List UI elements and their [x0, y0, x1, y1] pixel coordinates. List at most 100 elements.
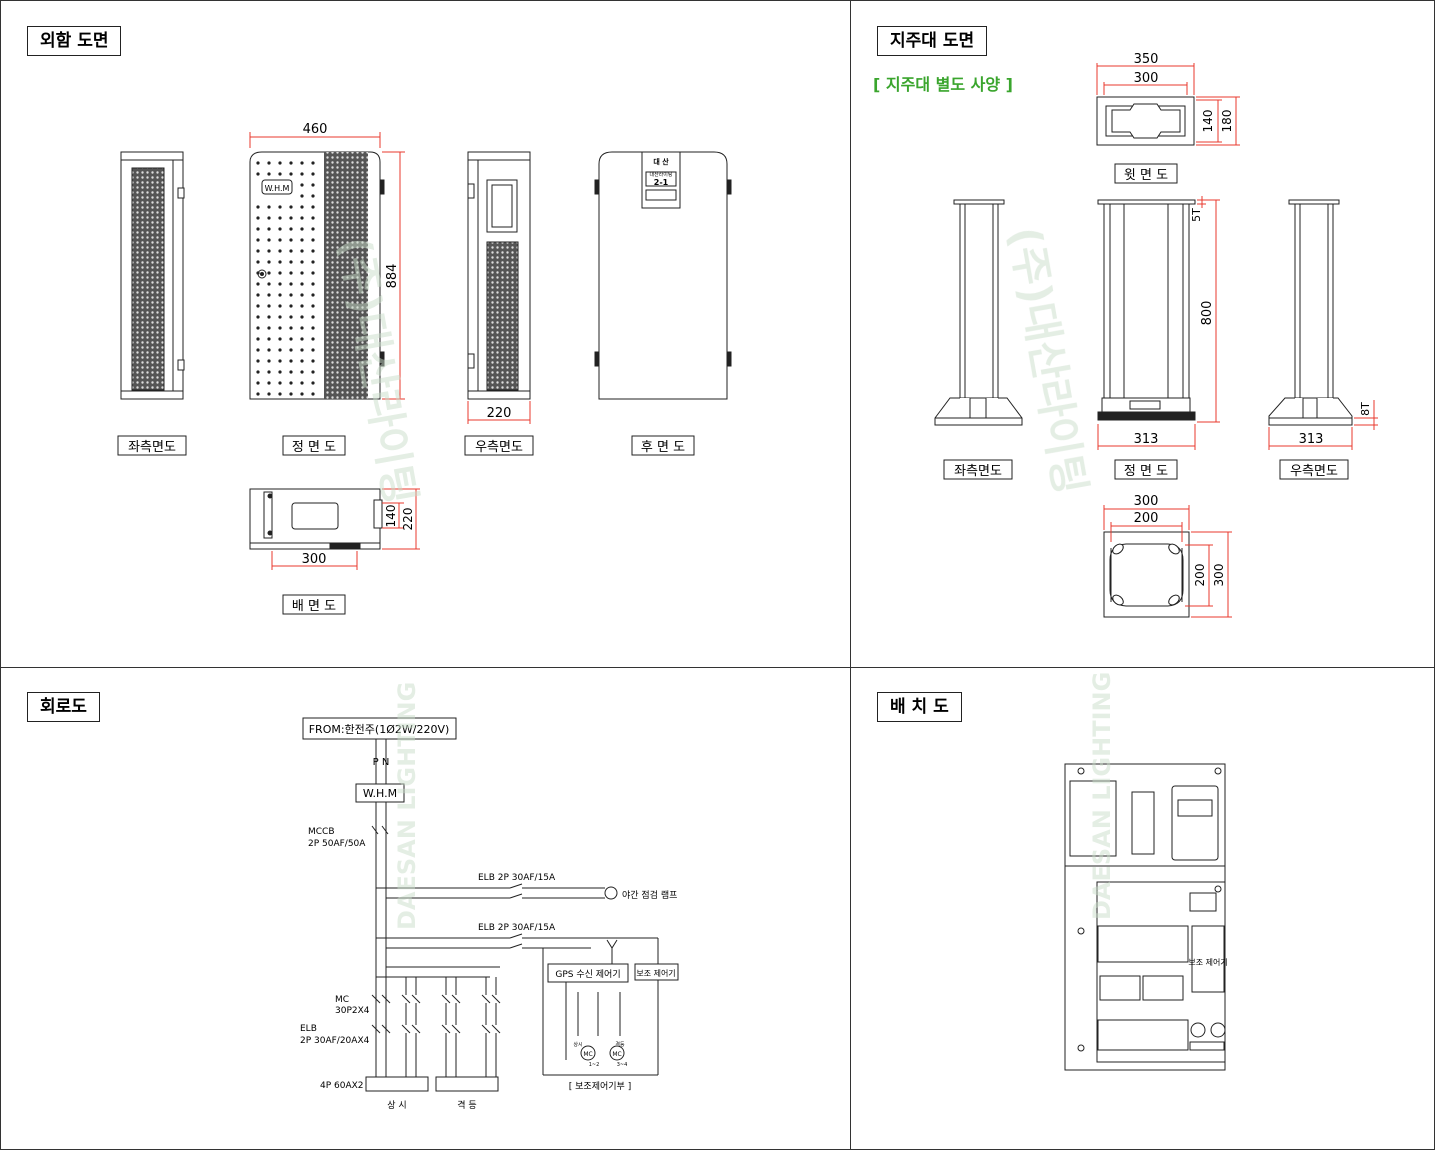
perforation-dot	[278, 359, 282, 363]
circuit-mc-b: MC	[612, 1051, 621, 1058]
perforation-dot	[311, 370, 315, 374]
label-pole-front: 정 면 도	[1114, 459, 1178, 480]
perforation-dot	[300, 249, 304, 253]
circuit-gps: GPS 수신 제어기	[555, 969, 620, 980]
circuit-gyeok: 격등	[615, 1041, 625, 1048]
exterior-front-view	[249, 151, 385, 400]
perforation-dot	[278, 282, 282, 286]
circuit-terminal: 4P 60AX2	[320, 1081, 364, 1091]
dim-plate-300: 300	[1134, 494, 1159, 509]
exterior-bottom-view	[249, 488, 383, 550]
perforation-dot	[278, 216, 282, 220]
perforation-dot	[267, 260, 271, 264]
perforation-dot	[289, 381, 293, 385]
perforation-dot	[256, 337, 260, 341]
dim-140-top: 140	[1201, 110, 1215, 133]
dim-front	[249, 132, 405, 400]
perforation-dot	[311, 381, 315, 385]
perforation-dot	[278, 348, 282, 352]
pole-front-view	[1097, 199, 1196, 421]
perforation-dot	[267, 205, 271, 209]
perforation-dot	[311, 161, 315, 165]
perforation-dot	[256, 304, 260, 308]
perforation-dot	[311, 304, 315, 308]
perforation-dot	[300, 227, 304, 231]
perforation-dot	[289, 348, 293, 352]
perforation-dot	[300, 260, 304, 264]
perforation-dot	[267, 282, 271, 286]
perforation-dot	[256, 238, 260, 242]
perforation-dot	[300, 381, 304, 385]
perforation-dot	[267, 315, 271, 319]
front-perforation	[256, 161, 315, 396]
svg-text:윗 면 도: 윗 면 도	[1124, 168, 1168, 183]
perforation-dot	[300, 315, 304, 319]
perforation-dot	[256, 293, 260, 297]
pole-right-view	[1268, 199, 1353, 426]
perforation-dot	[278, 381, 282, 385]
nameplate-line1: 대 산	[653, 157, 669, 166]
pole-top-view	[1096, 96, 1195, 146]
circuit-lamp: 야간 점검 램프	[622, 889, 677, 901]
switch-column	[441, 977, 451, 1077]
circuit-n34: 3~4	[617, 1062, 628, 1068]
perforation-dot	[267, 227, 271, 231]
dim-plate-200: 200	[1134, 511, 1159, 526]
perforation-dot	[289, 282, 293, 286]
watermark-latin-1: DAESAN LIGHTING	[393, 682, 421, 930]
perforation-dot	[256, 348, 260, 352]
perforation-dot	[289, 227, 293, 231]
perforation-dot	[289, 304, 293, 308]
exterior-rear-view	[594, 151, 732, 400]
svg-text:배 면 도: 배 면 도	[292, 599, 336, 614]
dim-right	[467, 401, 531, 424]
perforation-dot	[256, 249, 260, 253]
circuit-aux: 보조 제어기	[636, 968, 675, 978]
perforation-dot	[256, 205, 260, 209]
perforation-dot	[267, 216, 271, 220]
perforation-dot	[267, 359, 271, 363]
dim-313-front: 313	[1134, 432, 1159, 447]
perforation-dot	[311, 172, 315, 176]
perforation-dot	[300, 359, 304, 363]
perforation-dot	[311, 260, 315, 264]
circuit-elb3-1: ELB	[300, 1024, 317, 1034]
perforation-dot	[289, 161, 293, 165]
perforation-dot	[256, 172, 260, 176]
perforation-dot	[311, 238, 315, 242]
exterior-right-view	[467, 151, 531, 400]
perforation-dot	[289, 315, 293, 319]
dim-220: 220	[487, 406, 512, 421]
perforation-dot	[300, 161, 304, 165]
perforation-dot	[311, 216, 315, 220]
perforation-dot	[300, 370, 304, 374]
circuit-mccb-2: 2P 50AF/50A	[308, 839, 366, 849]
dim-plate-h300: 300	[1212, 564, 1226, 587]
perforation-dot	[300, 172, 304, 176]
perforation-dot	[278, 392, 282, 396]
perforation-dot	[311, 326, 315, 330]
label-exterior-rear: 후 면 도	[631, 435, 695, 456]
switch-column	[411, 977, 421, 1077]
perforation-dot	[300, 293, 304, 297]
perforation-dot	[300, 238, 304, 242]
exterior-left-view	[120, 151, 185, 400]
perforation-dot	[267, 161, 271, 165]
dim-140-bottom: 140	[384, 505, 398, 528]
dim-bottom	[271, 488, 420, 570]
perforation-dot	[278, 304, 282, 308]
perforation-dot	[267, 172, 271, 176]
pole-base-plate	[1103, 531, 1190, 618]
perforation-dot	[289, 293, 293, 297]
dim-800: 800	[1200, 301, 1215, 326]
nameplate-line3: 2-1	[654, 178, 669, 187]
perforation-dot	[278, 293, 282, 297]
perforation-dot	[289, 260, 293, 264]
dim-220-bottom: 220	[401, 508, 415, 531]
perforation-dot	[267, 381, 271, 385]
dim-313-right: 313	[1299, 432, 1324, 447]
perforation-dot	[256, 271, 260, 275]
label-pole-right: 우측면도	[1279, 459, 1349, 480]
perforation-dot	[300, 271, 304, 275]
